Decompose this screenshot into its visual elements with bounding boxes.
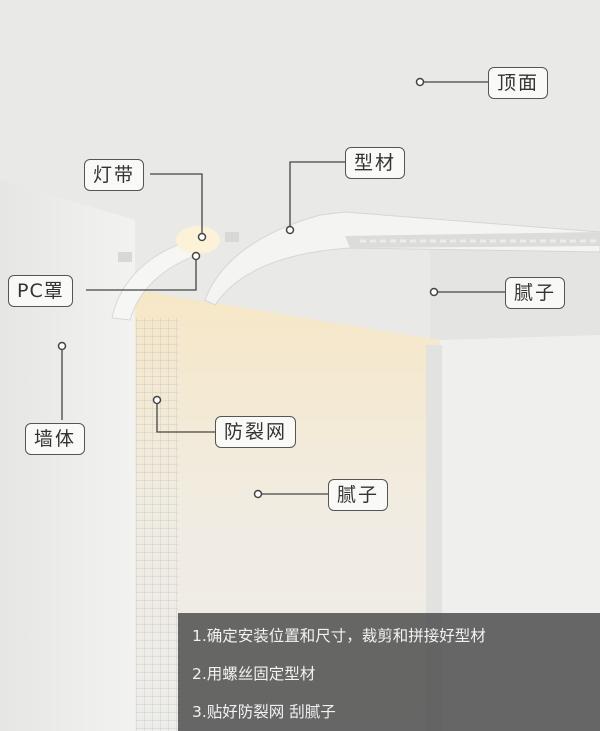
step-1: 1.确定安装位置和尺寸，裁剪和拼接好型材: [192, 627, 486, 645]
leader-pc-cover: [86, 256, 197, 291]
label-pc-cover: PC罩: [8, 275, 73, 307]
leader-led-strip: [150, 173, 203, 237]
dot-ceiling: [415, 77, 425, 87]
label-led-strip: 灯带: [84, 159, 145, 191]
step-3: 3.贴好防裂网 刮腻子: [192, 703, 336, 721]
leader-profile: [289, 161, 345, 230]
dot-wall: [57, 341, 67, 351]
step-2: 2.用螺丝固定型材: [192, 665, 316, 683]
label-ceiling: 顶面: [488, 67, 549, 99]
label-putty-ceiling: 腻子: [505, 277, 566, 309]
led-glow: [176, 226, 220, 254]
dot-putty-ceiling: [429, 287, 439, 297]
label-wall: 墙体: [25, 423, 86, 455]
dot-putty-wall: [253, 489, 263, 499]
dot-pc-cover: [191, 251, 201, 261]
label-anti-crack-mesh: 防裂网: [215, 416, 297, 448]
label-profile: 型材: [345, 147, 406, 179]
dot-led-strip: [197, 232, 207, 242]
mesh-strip: [136, 318, 178, 731]
clip-1: [118, 252, 132, 262]
left-wall-surface: [0, 180, 135, 731]
leader-mesh: [156, 400, 215, 433]
label-putty-wall: 腻子: [328, 479, 389, 511]
clip-2: [225, 232, 239, 242]
dot-profile: [285, 225, 295, 235]
dot-mesh: [152, 395, 162, 405]
steps-caption: 1.确定安装位置和尺寸，裁剪和拼接好型材 2.用螺丝固定型材 3.贴好防裂网 刮…: [178, 613, 600, 731]
